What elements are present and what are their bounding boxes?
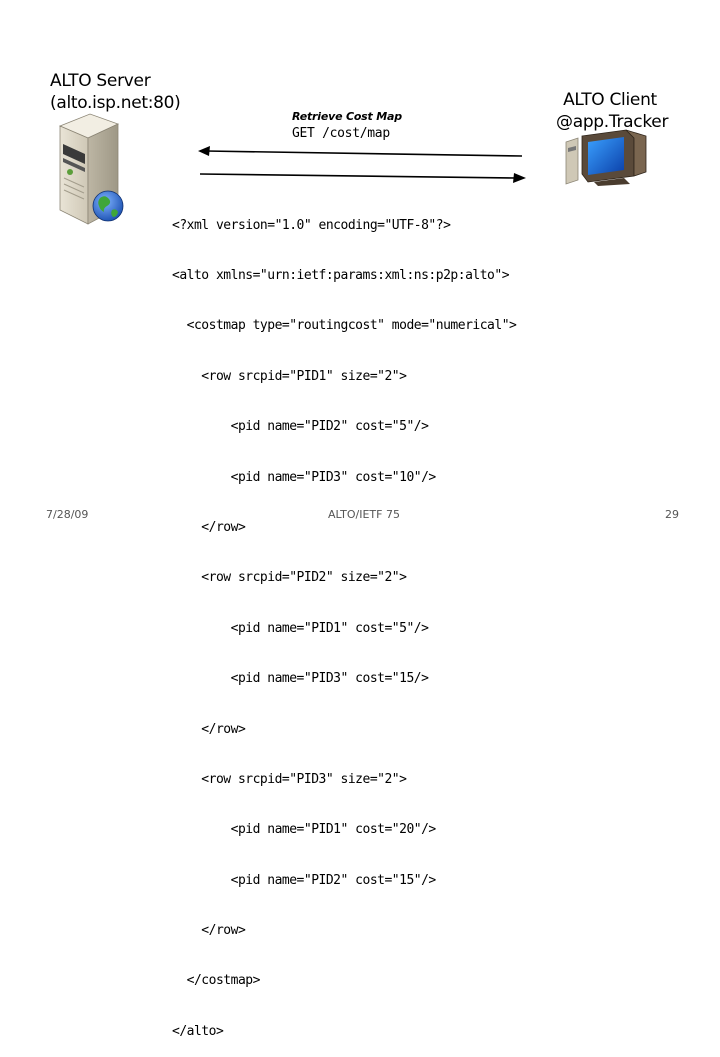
xml-line: <costmap type="routingcost" mode="numeri… [172, 318, 517, 334]
xml-line: <pid name="PID2" cost="15"/> [172, 872, 437, 888]
xml-line: <pid name="PID1" cost="20"/> [172, 822, 437, 838]
server-label: ALTO Server (alto.isp.net:80) [50, 70, 181, 114]
server-name: ALTO Server [50, 71, 151, 91]
xml-line: </costmap> [172, 973, 261, 989]
client-label: ALTO Client @app.Tracker [556, 89, 669, 133]
xml-line: <pid name="PID3" cost="10"/> [172, 469, 437, 485]
footer-date: 7/28/09 [46, 508, 89, 521]
xml-line: <pid name="PID2" cost="5"/> [172, 419, 429, 435]
message-arrows [198, 146, 526, 183]
xml-line: <pid name="PID3" cost="15/> [172, 671, 429, 687]
xml-line: </row> [172, 923, 246, 939]
client-name: ALTO Client [563, 90, 657, 110]
footer-event: ALTO/IETF 75 [328, 508, 400, 521]
server-icon [58, 113, 124, 225]
response-xml: <?xml version="1.0" encoding="UTF-8"?> <… [172, 184, 517, 1057]
xml-line: <alto xmlns="urn:ietf:params:xml:ns:p2p:… [172, 267, 510, 283]
page-number: 29 [665, 508, 679, 521]
server-address: (alto.isp.net:80) [50, 93, 181, 113]
xml-line: </row> [172, 721, 246, 737]
client-address: @app.Tracker [556, 112, 669, 132]
request-method-line: GET /cost/map [292, 126, 390, 141]
request-title: Retrieve Cost Map [292, 110, 402, 123]
computer-icon [565, 129, 647, 186]
xml-line: </row> [172, 519, 246, 535]
xml-line: <?xml version="1.0" encoding="UTF-8"?> [172, 217, 451, 233]
xml-line: <row srcpid="PID2" size="2"> [172, 570, 407, 586]
response-arrow [199, 173, 526, 183]
xml-line: <row srcpid="PID1" size="2"> [172, 368, 407, 384]
request-arrow [198, 146, 523, 157]
xml-line: <row srcpid="PID3" size="2"> [172, 771, 407, 787]
xml-line: <pid name="PID1" cost="5"/> [172, 620, 429, 636]
xml-line: </alto> [172, 1023, 224, 1039]
